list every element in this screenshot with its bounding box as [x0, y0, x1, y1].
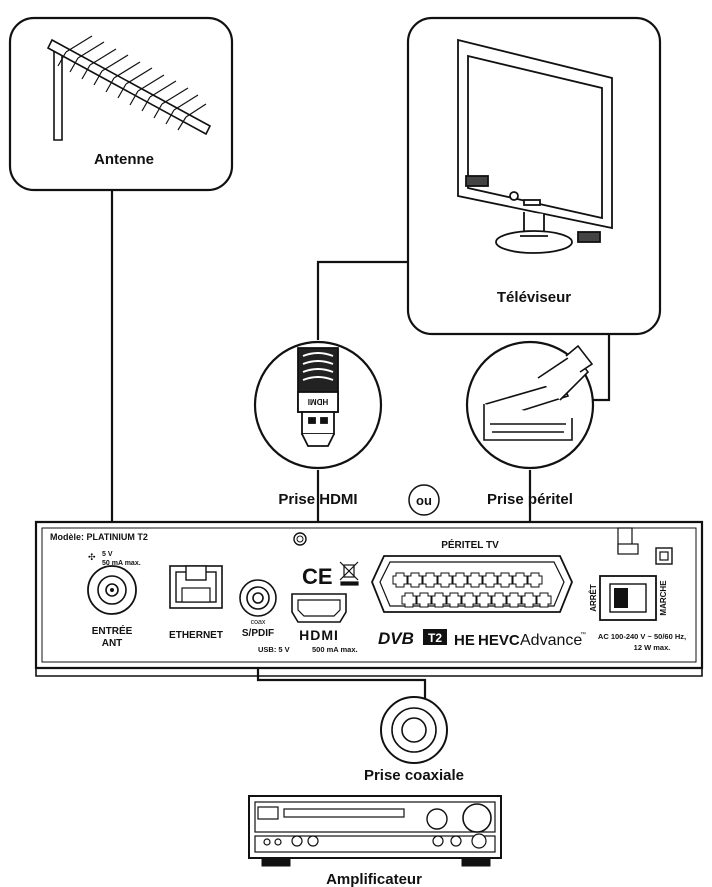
tm-text: ™ [580, 631, 586, 638]
scart-pin [446, 592, 462, 608]
ant-power-1: 5 V [102, 551, 113, 558]
weee-icon [339, 561, 359, 586]
scart-pin [416, 592, 432, 608]
scart-pin [482, 572, 498, 588]
amplifier-icon [248, 795, 502, 867]
ou-label: ou [416, 493, 432, 508]
hdmi-port: HDMI USB: 5 V 500 mA max. [258, 593, 358, 654]
scart-pin [431, 592, 447, 608]
screw-icon [293, 532, 307, 546]
ac-label-2: 12 W max. [634, 643, 671, 652]
antenna-icon [46, 35, 212, 141]
scart-pins [392, 572, 552, 608]
dvb-t2-logo: DVB T2 [378, 629, 447, 648]
hdmi-connector-callout: HDMI [253, 340, 383, 470]
hdmi-plug-text: HDMI [308, 397, 328, 406]
hevc-text: HEVC [478, 632, 520, 649]
scart-pin [512, 572, 528, 588]
spdif-port: coax S/PDIF [239, 579, 277, 639]
spdif-label: S/PDIF [242, 628, 274, 639]
scart-pin [521, 592, 537, 608]
hdmi-logo: HDMI [299, 627, 339, 643]
antenna-input: ✣ 5 V 50 mA max. ENTRÉE ANT [87, 551, 141, 649]
ant-symbol-icon: ✣ [88, 552, 96, 562]
ethernet-port: ETHERNET [169, 565, 223, 641]
scart-pin [407, 572, 423, 588]
scart-pin [461, 592, 477, 608]
t2-text: T2 [428, 631, 442, 645]
scart-pin [467, 572, 483, 588]
prise-coaxiale-label: Prise coaxiale [364, 767, 464, 784]
he-logo: HE [454, 632, 475, 649]
he-icon: HE [454, 632, 475, 649]
usb-label-2: 500 mA max. [312, 645, 358, 654]
scart-pin [422, 572, 438, 588]
ethernet-label: ETHERNET [169, 630, 223, 641]
scart-pin [476, 592, 492, 608]
scart-pin [506, 592, 522, 608]
scart-pin [527, 572, 543, 588]
scart-pin [401, 592, 417, 608]
prise-hdmi-label: Prise HDMI [278, 491, 357, 508]
hdmi-cable-top [316, 260, 408, 340]
coax-connector-callout [380, 696, 448, 764]
ant-power-2: 50 mA max. [102, 560, 141, 567]
antenna-label: Antenne [94, 151, 154, 168]
model-label: Modèle: PLATINIUM T2 [50, 532, 148, 542]
entree-label-1: ENTRÉE [92, 624, 133, 637]
scart-plug-icon [483, 344, 594, 441]
dvb-text: DVB [378, 629, 414, 648]
advance-text: Advance [520, 632, 582, 649]
hdmi-plug-icon [297, 347, 339, 447]
arret-label: ARRÊT [589, 584, 598, 612]
scart-port: PÉRITEL TV [371, 538, 573, 613]
tv-box: Téléviseur [406, 16, 662, 336]
prise-peritel-label: Prise péritel [487, 491, 573, 508]
peritel-tv-label: PÉRITEL TV [441, 538, 499, 551]
scart-pin [452, 572, 468, 588]
scart-pin [392, 572, 408, 588]
entree-label-2: ANT [102, 638, 123, 649]
device-rear-panel: Modèle: PLATINIUM T2 ✣ 5 V 50 mA max. EN… [34, 520, 704, 677]
ce-mark: CE [302, 564, 333, 589]
amplificateur-label: Amplificateur [326, 871, 422, 887]
tv-label: Téléviseur [497, 289, 571, 306]
scart-cable-top [592, 334, 611, 402]
power-switch: ARRÊT MARCHE [589, 527, 673, 621]
scart-pin [497, 572, 513, 588]
scart-pin [437, 572, 453, 588]
antenna-box: Antenne [8, 16, 234, 192]
tv-icon [457, 38, 613, 254]
usb-label: USB: 5 V [258, 645, 290, 654]
scart-pin [536, 592, 552, 608]
scart-connector-callout [465, 340, 595, 470]
scart-pin [491, 592, 507, 608]
ac-label-1: AC 100-240 V ~ 50/60 Hz, [598, 632, 686, 641]
ou-badge: ou [408, 484, 440, 516]
marche-label: MARCHE [659, 580, 668, 616]
coax-small-label: coax [251, 619, 266, 626]
